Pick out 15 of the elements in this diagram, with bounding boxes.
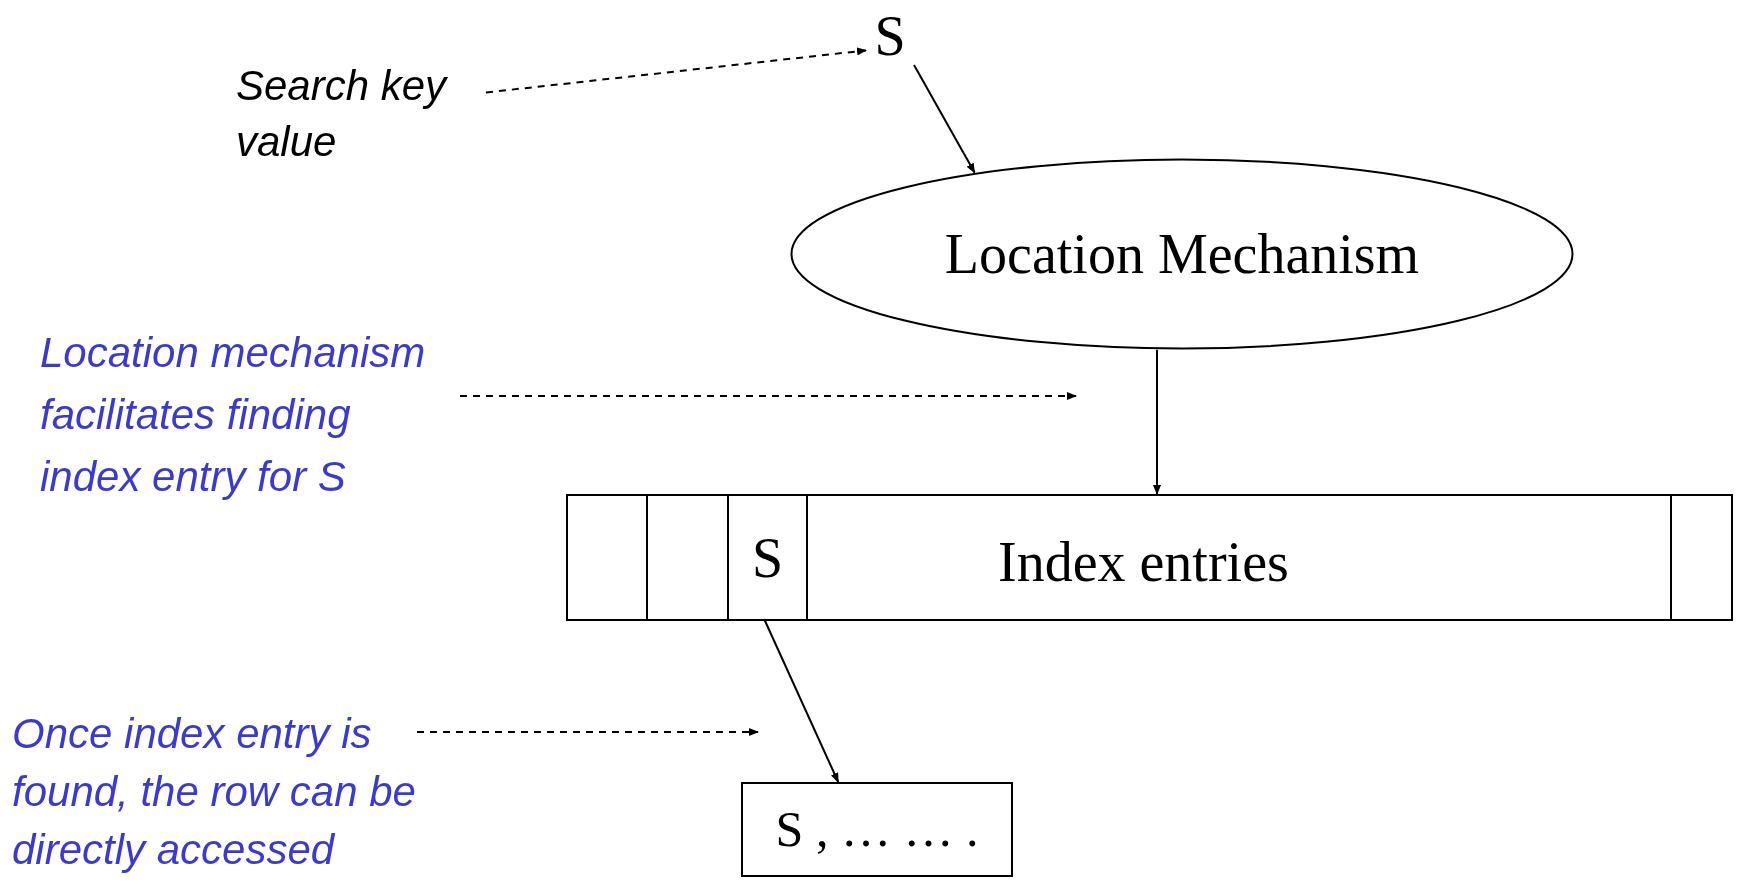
index-cell: S [729, 496, 808, 619]
annotation-text: Once index entry is found, the row can be directly accessed [12, 705, 417, 885]
mechanism-label: Location Mechanism [944, 222, 1420, 287]
index-entries-box [566, 494, 1733, 621]
arrow [1153, 348, 1161, 495]
dashed-arrow [459, 392, 1077, 400]
arrow [763, 618, 840, 783]
search-key-label: S [866, 6, 914, 66]
arrow [913, 63, 976, 174]
dashed-arrow [485, 47, 867, 94]
annotation-text: Location mechanism facilitates finding index entry for S [40, 322, 460, 512]
row-box: S , … … . [741, 782, 1013, 877]
index-label: Index entries [998, 530, 1289, 595]
annotation-text: Search key value [236, 58, 486, 174]
dashed-arrow [416, 728, 759, 736]
